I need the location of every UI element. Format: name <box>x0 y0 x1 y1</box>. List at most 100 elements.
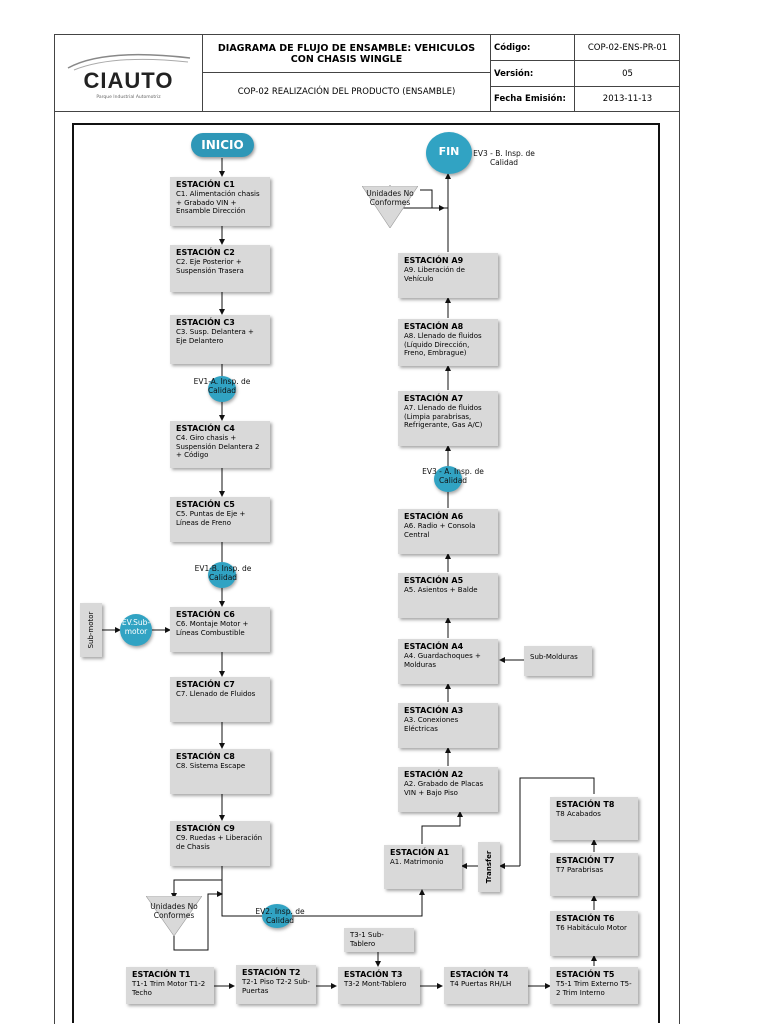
date-value: 2013-11-13 <box>602 94 653 104</box>
ciauto-logo-swoosh <box>67 53 190 71</box>
station-t5-title: ESTACIÓN T5 <box>556 970 615 979</box>
station-a6-title: ESTACIÓN A6 <box>404 512 464 521</box>
station-c2-desc: C2. Eje Posterior + Suspensión Trasera <box>176 258 244 275</box>
station-c5-title: ESTACIÓN C5 <box>176 500 235 509</box>
version-value-cell: 05 <box>575 61 680 87</box>
station-c1-desc: C1. Alimentación chasis + Grabado VIN + … <box>176 190 260 215</box>
station-a5-desc: A5. Asientos + Balde <box>404 586 478 594</box>
version-value: 05 <box>622 68 633 79</box>
station-a8-desc: A8. Llenado de fluidos (Líquido Direcció… <box>404 332 482 357</box>
station-c8-desc: C8. Sistema Escape <box>176 762 246 770</box>
arrow-t-transfer <box>519 777 595 866</box>
station-c8-title: ESTACIÓN C8 <box>176 752 235 761</box>
station-c2-title: ESTACIÓN C2 <box>176 248 235 257</box>
station-a4-desc: A4. Guardachoques + Molduras <box>404 652 481 669</box>
station-a7-desc: A7. Llenado de fluidos (Limpia parabrisa… <box>404 404 483 429</box>
doc-subtitle: COP-02 REALIZACIÓN DEL PRODUCTO (ENSAMBL… <box>237 87 456 97</box>
transfer-box: Transfer <box>478 842 500 892</box>
sub-molduras-box: Sub-Molduras <box>524 646 592 676</box>
logo-text: CIAUTO <box>83 68 174 93</box>
logo-subtitle: Parque Industrial Automotriz <box>96 95 161 100</box>
submotor-label: Sub-motor <box>87 611 95 649</box>
station-t8-desc: T8 Acabados <box>556 810 601 818</box>
station-t3-title: ESTACIÓN T3 <box>344 970 403 979</box>
station-c9-title: ESTACIÓN C9 <box>176 824 235 833</box>
station-c6-desc: C6. Montaje Motor + Líneas Combustible <box>176 620 249 637</box>
station-c1-title: ESTACIÓN C1 <box>176 180 235 189</box>
t3-sub-tablero-box: T3-1 Sub-Tablero <box>344 928 414 952</box>
nc-left-label: Unidades No Conformes <box>150 902 198 920</box>
station-t3-desc: T3-2 Mont-Tablero <box>344 980 407 988</box>
ev1b-inspection-node <box>208 562 236 588</box>
station-t8-title: ESTACIÓN T8 <box>556 800 615 809</box>
ev2-label: EV2. Insp. de Calidad <box>255 907 305 925</box>
station-a2-title: ESTACIÓN A2 <box>404 770 464 779</box>
station-a1-desc: A1. Matrimonio <box>390 858 444 866</box>
end-node <box>426 132 472 174</box>
doc-subtitle-cell: COP-02 REALIZACIÓN DEL PRODUCTO (ENSAMBL… <box>203 73 491 112</box>
station-c4-title: ESTACIÓN C4 <box>176 424 235 433</box>
station-c7-title: ESTACIÓN C7 <box>176 680 235 689</box>
station-t7-title: ESTACIÓN T7 <box>556 856 615 865</box>
document-header: CIAUTO Parque Industrial Automotriz DIAG… <box>54 34 680 112</box>
station-c7-desc: C7. Llenado de Fluidos <box>176 690 256 698</box>
station-c3-title: ESTACIÓN C3 <box>176 318 235 327</box>
station-a3-desc: A3. Conexiones Eléctricas <box>404 716 459 733</box>
arrow-ev2-a1 <box>292 889 425 917</box>
start-node: INICIO <box>191 133 254 157</box>
station-c3-desc: C3. Susp. Delantera + Eje Delantero <box>176 328 254 345</box>
transfer-label: Transfer <box>485 850 493 884</box>
ev3a-label: EV3 - A. Insp. de Calidad <box>422 467 484 485</box>
station-a7-title: ESTACIÓN A7 <box>404 394 464 403</box>
sub-molduras-label: Sub-Molduras <box>530 653 578 661</box>
station-c5-desc: C5. Puntas de Eje + Líneas de Freno <box>176 510 246 527</box>
station-a4-title: ESTACIÓN A4 <box>404 642 464 651</box>
version-label: Versión: <box>494 68 534 79</box>
date-label: Fecha Emisión: <box>494 94 566 104</box>
station-t4-desc: T4 Puertas RH/LH <box>450 980 512 988</box>
doc-title-cell: DIAGRAMA DE FLUJO DE ENSAMBLE: VEHICULOS… <box>203 35 491 73</box>
ev3a-inspection-node <box>434 466 462 492</box>
code-label-cell: Código: <box>491 35 575 61</box>
submotor-box: Sub-motor <box>80 603 102 657</box>
code-value-cell: COP-02-ENS-PR-01 <box>575 35 680 61</box>
code-label: Código: <box>494 42 531 53</box>
station-c9-desc: C9. Ruedas + Liberación de Chasis <box>176 834 263 851</box>
arrow-a1-a2 <box>421 811 463 844</box>
doc-title: DIAGRAMA DE FLUJO DE ENSAMBLE: VEHICULOS… <box>217 42 476 65</box>
station-t6-title: ESTACIÓN T6 <box>556 914 615 923</box>
station-t1-desc: T1-1 Trim Motor T1-2 Techo <box>132 980 206 997</box>
version-label-cell: Versión: <box>491 61 575 87</box>
loop-nc-left <box>171 879 222 899</box>
t3-sub-tablero-label: T3-1 Sub-Tablero <box>350 931 384 948</box>
station-a1-title: ESTACIÓN A1 <box>390 848 450 857</box>
date-label-cell: Fecha Emisión: <box>491 87 575 112</box>
date-value-cell: 2013-11-13 <box>575 87 680 112</box>
station-t4-title: ESTACIÓN T4 <box>450 970 509 979</box>
station-a3-title: ESTACIÓN A3 <box>404 706 464 715</box>
station-c6-title: ESTACIÓN C6 <box>176 610 235 619</box>
loop-nc-right-return <box>420 189 445 211</box>
ev-submotor-node <box>120 614 152 646</box>
station-a9-desc: A9. Liberación de Vehículo <box>404 266 465 283</box>
ev2-inspection-node <box>262 904 292 928</box>
